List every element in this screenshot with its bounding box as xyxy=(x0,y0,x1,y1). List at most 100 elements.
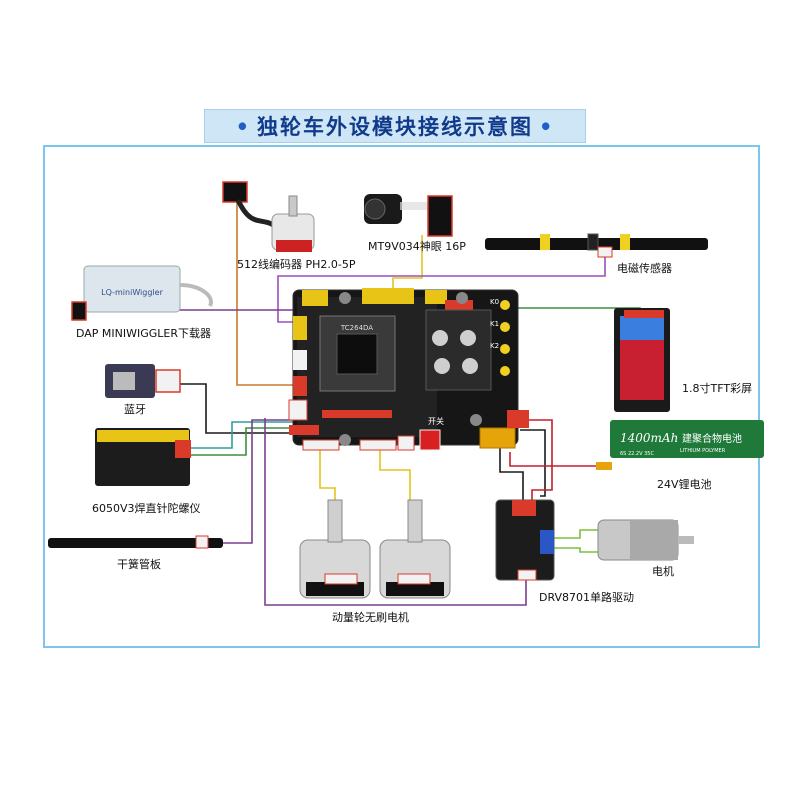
key-label-0: K0 xyxy=(490,298,499,306)
capacitor-3 xyxy=(434,358,450,374)
wire-drv-signal xyxy=(264,418,527,606)
dc-motor xyxy=(597,519,694,561)
encoder-shaft xyxy=(288,195,298,217)
wire-drv-power-red xyxy=(509,452,596,467)
bldc-right-shaft xyxy=(407,499,423,543)
camera-ribbon xyxy=(400,202,432,210)
label-drv: DRV8701单路驱动 xyxy=(539,591,635,604)
connector-white-bottom xyxy=(397,435,415,451)
encoder-connector xyxy=(222,181,248,203)
em-sensor-connector xyxy=(597,246,613,258)
switch-label: 开关 xyxy=(428,416,444,426)
header-camera xyxy=(362,288,414,304)
encoder xyxy=(222,181,315,252)
tft-connector xyxy=(624,310,664,318)
connector-white-left xyxy=(293,350,307,370)
key-label-2: K2 xyxy=(490,342,499,350)
battery-brand: 建聚合物电池 xyxy=(682,432,742,445)
label-battery: 24V锂电池 xyxy=(657,478,712,491)
label-reed: 干簧管板 xyxy=(117,558,161,571)
header-top-1 xyxy=(302,290,328,306)
camera xyxy=(364,194,453,237)
gyro-body xyxy=(95,428,190,486)
downloader-body xyxy=(83,265,181,313)
battery-lead xyxy=(596,462,612,470)
key-3 xyxy=(500,366,510,376)
label-camera: MT9V034神眼 16P xyxy=(368,240,466,253)
header-encoder xyxy=(293,376,307,396)
wires xyxy=(84,200,641,606)
camera-connector xyxy=(427,195,453,237)
red-terminal xyxy=(507,410,529,428)
bluetooth-module xyxy=(105,364,181,398)
main-board: TC264DA K0 K1 K2 xyxy=(288,288,529,451)
header-bottom-long xyxy=(322,410,392,418)
wire-drv-power-black xyxy=(499,448,524,502)
label-em-sensor: 电磁传感器 xyxy=(617,262,672,275)
wire-reed xyxy=(205,419,296,544)
mcu-chip xyxy=(336,333,378,375)
key-2 xyxy=(500,344,510,354)
wire-motor-b xyxy=(553,547,598,553)
label-tft: 1.8寸TFT彩屏 xyxy=(682,382,753,395)
key-label-1: K1 xyxy=(490,320,499,328)
battery-body xyxy=(610,420,764,458)
battery-type: LITHIUM POLYMER xyxy=(680,448,726,454)
header-gyro xyxy=(289,425,319,435)
label-bluetooth: 蓝牙 xyxy=(124,403,146,416)
label-motor: 电机 xyxy=(652,565,674,578)
wire-em-sensor xyxy=(277,252,606,323)
tft-screen xyxy=(614,308,670,412)
wire-camera xyxy=(392,235,423,292)
page-title: 独轮车外设模块接线示意图 xyxy=(257,114,533,139)
capacitor-2 xyxy=(460,330,476,346)
xt60-connector xyxy=(479,427,516,449)
diagram-frame xyxy=(43,145,760,648)
wire-motor-a xyxy=(553,529,598,539)
capacitor-1 xyxy=(432,330,448,346)
connector-bldc-left xyxy=(302,439,340,451)
chip-label: TC264DA xyxy=(340,324,373,332)
reed-board xyxy=(48,535,223,549)
motor-shaft xyxy=(678,536,694,544)
power-switch xyxy=(419,429,441,451)
battery-spec: 6S 22.2V 35C xyxy=(620,451,654,457)
power-module xyxy=(425,309,492,391)
camera-lens xyxy=(364,198,386,220)
bldc-motors xyxy=(299,499,451,599)
core-board xyxy=(319,315,396,392)
drv-power-terminal xyxy=(512,500,536,516)
title-banner: • 独轮车外设模块接线示意图 • xyxy=(204,109,586,143)
capacitor-4 xyxy=(462,358,478,374)
reed-bar xyxy=(48,538,223,548)
gyro-header xyxy=(97,430,189,442)
drv8701-driver xyxy=(495,499,555,581)
gyro-module xyxy=(95,428,191,486)
reed-connector xyxy=(195,535,209,549)
label-downloader: DAP MINIWIGGLER下载器 xyxy=(76,327,212,340)
wire-gyro-a xyxy=(190,421,296,449)
wire-drv-power-black2 xyxy=(520,429,546,497)
wire-drv-power-red2 xyxy=(528,419,553,502)
connector-bldc-right xyxy=(359,439,397,451)
bldc-left-shaft xyxy=(327,499,343,543)
label-gyro: 6050V3焊直针陀螺仪 xyxy=(92,502,201,515)
downloader-connector xyxy=(71,301,87,321)
key-1 xyxy=(500,322,510,332)
title-dot-right: • xyxy=(539,113,555,139)
keys: K0 K1 K2 xyxy=(490,298,510,376)
title-dot-left: • xyxy=(235,113,251,139)
label-bldc: 动量轮无刷电机 xyxy=(332,611,409,624)
header-tft xyxy=(445,300,473,312)
key-0 xyxy=(500,300,510,310)
connector-bluetooth xyxy=(288,399,308,421)
em-sensor xyxy=(485,233,708,258)
bldc-right-connector xyxy=(397,573,431,585)
gyro-connector xyxy=(175,440,191,458)
downloader-text: LQ-miniWiggler xyxy=(101,288,163,297)
wire-bluetooth xyxy=(180,383,289,434)
battery-capacity: 1400mAh xyxy=(620,431,678,445)
header-em xyxy=(293,316,307,340)
drv-motor-terminal xyxy=(540,530,554,554)
